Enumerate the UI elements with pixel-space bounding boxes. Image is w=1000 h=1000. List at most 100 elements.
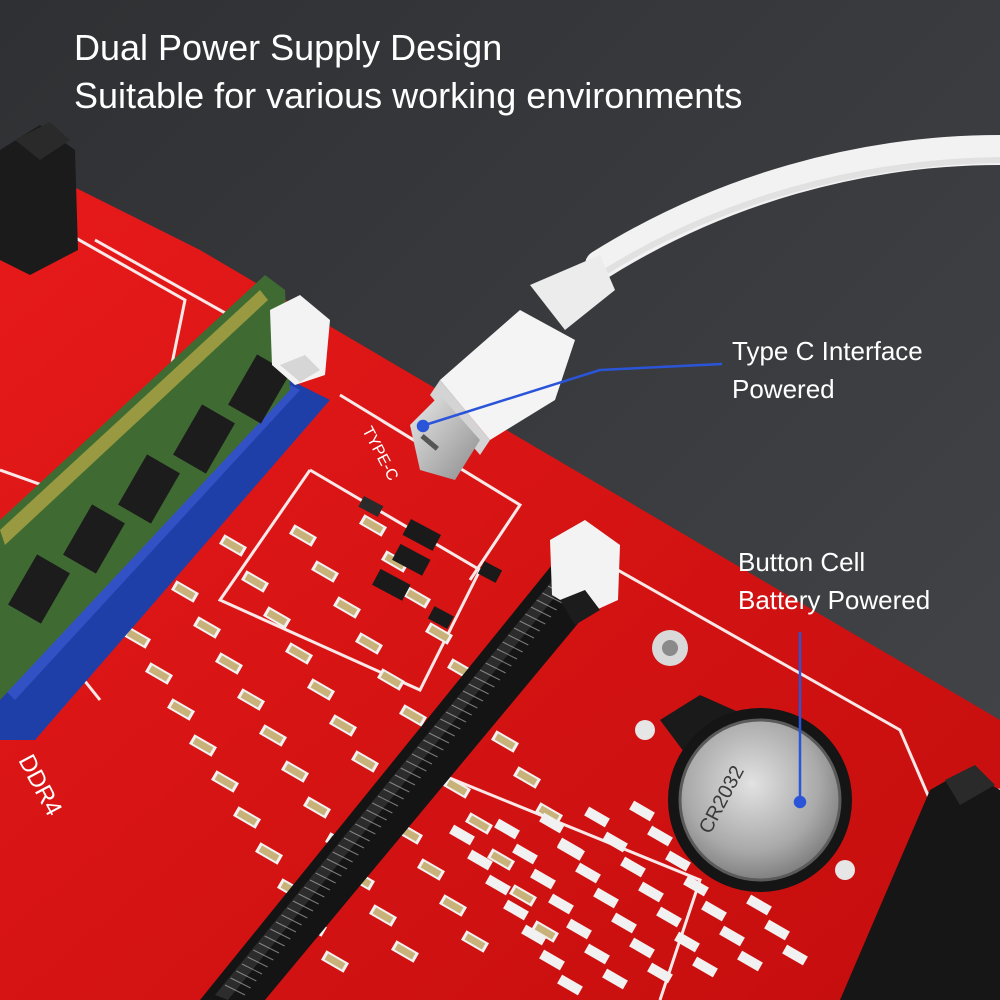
smd-resistor-body: [332, 717, 354, 734]
smd-resistor: [629, 800, 655, 822]
smd-resistor: [638, 881, 664, 903]
smd-resistor: [539, 949, 565, 971]
smd-resistor-body: [336, 599, 358, 616]
callout-battery-line-1: Button Cell: [738, 547, 866, 577]
smd-resistor: [530, 868, 556, 890]
smd-resistor: [602, 831, 628, 853]
smd-resistor: [746, 894, 772, 916]
slot-pin: [434, 725, 455, 737]
smd-resistor: [566, 918, 592, 940]
callout-dot-battery: [793, 795, 807, 809]
smd-resistor-body: [402, 707, 424, 724]
smd-resistor-body: [354, 753, 376, 770]
slot-pin: [338, 844, 359, 856]
blue-dimm-slot: [0, 380, 330, 740]
smd-resistor-body: [192, 737, 214, 754]
callout-type-c-line-2: Powered: [732, 374, 835, 404]
smd-resistor-body: [538, 805, 560, 822]
smd-resistor-body: [380, 671, 402, 688]
slot-pin: [360, 816, 382, 828]
smd-resistor: [701, 900, 727, 922]
smd-resistor-body: [420, 861, 442, 878]
smd-resistor-body: [468, 815, 490, 832]
slot-pin: [479, 669, 501, 681]
smd-resistor-body: [394, 943, 416, 960]
smd-resistor: [737, 950, 763, 972]
slot-pin: [287, 907, 308, 919]
usb-c-cable: [430, 135, 1000, 455]
smd-resistor: [683, 875, 709, 897]
slot-pin: [389, 781, 410, 793]
slot-pin: [258, 942, 280, 954]
slot-pin: [462, 690, 484, 702]
smd-resistor-body: [512, 887, 534, 904]
slot-pin: [326, 858, 348, 870]
connector-bottom-right: [840, 765, 1000, 1000]
slot-pin: [536, 599, 557, 611]
smd-resistor-body: [236, 809, 258, 826]
slot-pin: [525, 613, 546, 625]
slot-pin: [247, 956, 268, 968]
slot-pin: [377, 795, 399, 807]
slot-latch-black: [550, 520, 620, 625]
callout-type-c: Type C Interface Powered: [732, 332, 923, 408]
slot-pin: [343, 837, 365, 849]
callout-type-c-line-1: Type C Interface: [732, 336, 923, 366]
smd-resistor-body: [428, 625, 450, 642]
smd-resistor: [584, 943, 610, 965]
smd-resistor-body: [534, 923, 556, 940]
smd-resistor-body: [218, 655, 240, 672]
smd-resistor-body: [258, 845, 280, 862]
smd-resistor: [719, 925, 745, 947]
slot-pin: [270, 928, 291, 940]
slot-pin: [502, 641, 523, 653]
smd-resistor: [557, 837, 583, 859]
slot-pin: [275, 921, 297, 933]
slot-pin: [349, 830, 370, 842]
slot-pin: [485, 662, 506, 674]
headline-line-2: Suitable for various working environment…: [74, 75, 743, 116]
slot-pin: [394, 774, 416, 786]
callout-dot-type-c: [416, 419, 430, 433]
slot-pin: [236, 970, 257, 982]
slot-pin: [451, 704, 472, 716]
smd-resistor: [548, 893, 574, 915]
smd-resistor-body: [266, 609, 288, 626]
slot-pin: [321, 865, 342, 877]
smd-resistor: [665, 850, 691, 872]
usb-c-plug: [410, 395, 480, 480]
slot-pin: [264, 935, 285, 947]
slot-pin: [411, 753, 433, 765]
callout-battery-line-2: Battery Powered: [738, 585, 931, 615]
connector-top-left: [0, 122, 78, 275]
slot-pin: [298, 893, 319, 905]
smd-resistor: [575, 862, 601, 884]
smd-resistor-body: [244, 573, 266, 590]
slot-pin: [241, 963, 263, 975]
ram-module: [0, 275, 290, 700]
slot-pin: [457, 697, 478, 709]
smd-resistor-body: [464, 933, 486, 950]
slot-pin: [292, 900, 314, 912]
smd-resistor-body: [196, 619, 218, 636]
slot-pin: [491, 655, 512, 667]
smd-resistor-body: [406, 589, 428, 606]
slot-pin: [281, 914, 302, 926]
slot-pin: [468, 683, 489, 695]
slot-pin: [304, 886, 325, 898]
slot-pin: [508, 634, 529, 646]
smd-resistor-body: [288, 645, 310, 662]
smd-resistor: [629, 937, 655, 959]
smd-resistor-body: [240, 691, 262, 708]
slot-pin: [530, 606, 552, 618]
smd-resistor: [593, 887, 619, 909]
smd-resistor-body: [174, 583, 196, 600]
headline-line-1: Dual Power Supply Design: [74, 27, 503, 68]
smd-resistor-body: [494, 733, 516, 750]
smd-resistor-body: [490, 851, 512, 868]
slot-pin: [474, 676, 495, 688]
smd-resistor-body: [262, 727, 284, 744]
callout-line-type-c: [424, 362, 723, 427]
slot-pin: [315, 872, 336, 884]
